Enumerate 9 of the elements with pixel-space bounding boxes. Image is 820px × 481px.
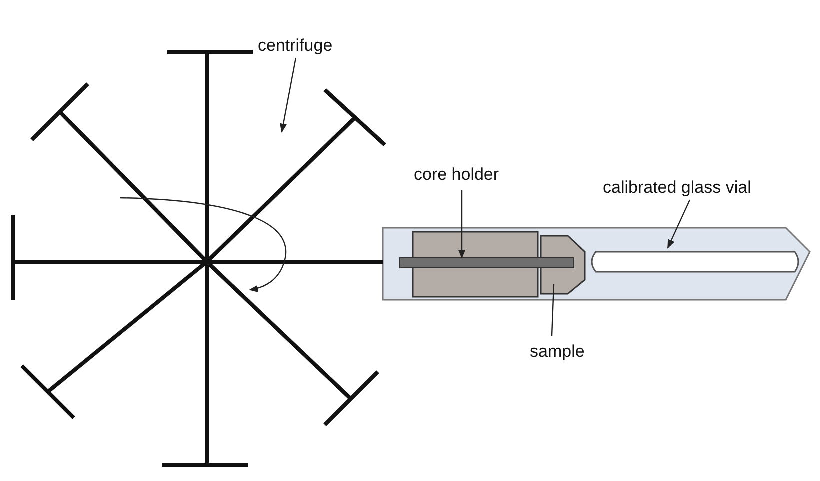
glass-vial-tube bbox=[591, 251, 800, 273]
leader-line bbox=[551, 284, 555, 336]
leader-line bbox=[667, 200, 691, 249]
part-label: calibrated glass vial bbox=[603, 178, 752, 198]
leader-line bbox=[280, 58, 297, 133]
part-label: sample bbox=[530, 342, 585, 362]
leader-line bbox=[458, 190, 466, 259]
part-label: centrifuge bbox=[258, 36, 333, 56]
part-label: core holder bbox=[414, 165, 500, 185]
